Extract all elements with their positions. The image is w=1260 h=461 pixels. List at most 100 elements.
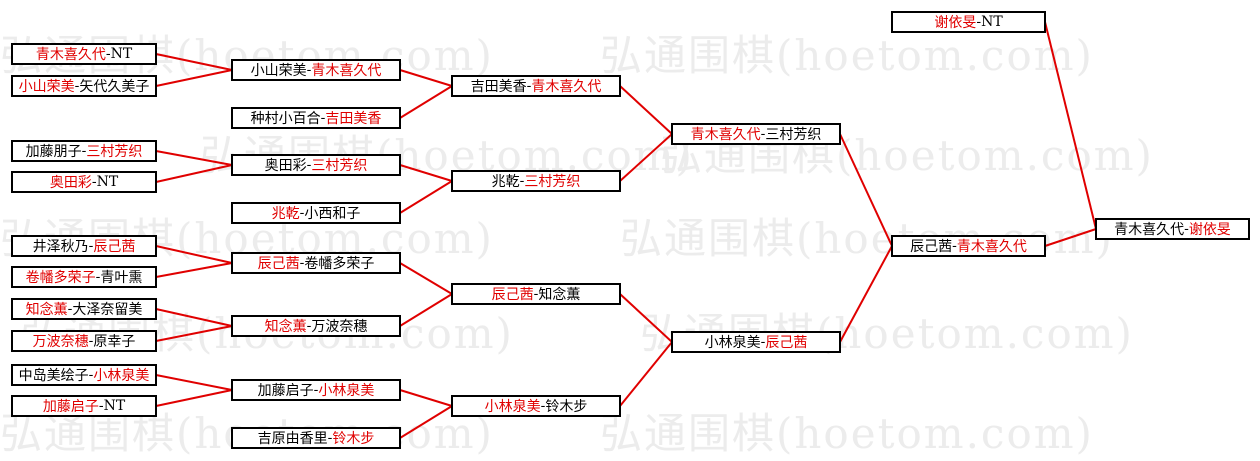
match-box-r3m3: 辰己茜-知念薫 [451, 283, 621, 305]
match-box-r1m9: 中岛美绘子-小林泉美 [11, 364, 157, 386]
match-box-r1m3: 加藤朋子-三村芳织 [11, 140, 157, 162]
separator: - [105, 46, 111, 62]
player-name: 奥田彩 [49, 175, 92, 191]
bracket-connector [619, 341, 673, 407]
match-box-r3m4: 小林泉美-铃木步 [451, 395, 621, 417]
player-name: 知念薫 [25, 302, 68, 318]
player-name: 谢依旻 [1188, 222, 1231, 238]
player-name: 原幸子 [93, 334, 136, 350]
separator: - [327, 430, 333, 446]
separator: - [306, 157, 312, 173]
bracket-connector [155, 53, 233, 71]
bracket-connector [619, 293, 673, 343]
match-box-r1m10: 加藤启子-NT [11, 395, 157, 417]
player-name: 青木喜久代 [956, 239, 1027, 255]
player-name: 青木喜久代 [35, 47, 106, 63]
separator: - [88, 238, 94, 254]
bracket-connector [155, 245, 233, 264]
separator: - [760, 126, 766, 142]
player-name: 加藤朋子 [25, 144, 82, 160]
player-name: 辰己茜 [910, 239, 953, 255]
separator: - [320, 110, 326, 126]
bracket-connector [399, 389, 453, 407]
bracket-connector [399, 180, 453, 214]
separator: - [81, 143, 87, 159]
bracket-connector [155, 374, 233, 391]
bracket-connector [839, 133, 893, 247]
match-box-r2m7: 加藤启子-小林泉美 [231, 379, 401, 401]
player-name: 青木喜久代 [1114, 222, 1185, 238]
separator: - [519, 173, 525, 189]
separator: - [74, 78, 80, 94]
player-name: 万波奈穗 [32, 334, 89, 350]
player-name: 小山荣美 [18, 79, 75, 95]
match-box-r2m5: 辰己茜-卷幡多荣子 [231, 252, 401, 274]
match-box-r2m2: 种村小百合-吉田美香 [231, 107, 401, 129]
separator: - [1184, 221, 1189, 237]
match-box-r1m8: 万波奈穗-原幸子 [11, 330, 157, 352]
player-name: 铃木步 [545, 399, 588, 415]
match-box-r2m6: 知念薫-万波奈穗 [231, 315, 401, 337]
player-name: NT [96, 174, 119, 190]
player-name: NT [103, 398, 126, 414]
player-name: 青木喜久代 [311, 63, 382, 79]
separator: - [88, 333, 94, 349]
match-box-r2m4: 兆乾-小西和子 [231, 202, 401, 224]
match-box-final: 青木喜久代-谢依旻 [1095, 218, 1250, 240]
bracket-connector [399, 405, 453, 439]
separator: - [306, 62, 312, 78]
bracket-connector [155, 389, 233, 407]
separator: - [299, 205, 305, 221]
bracket-connector [155, 150, 233, 166]
player-name: 大泽奈留美 [72, 302, 143, 318]
player-name: 辰己茜 [765, 335, 808, 351]
separator: - [91, 174, 97, 190]
player-name: 奥田彩 [264, 158, 307, 174]
player-name: 小山荣美 [250, 63, 307, 79]
match-box-r1m7: 知念薫-大泽奈留美 [11, 298, 157, 320]
match-box-r3m2: 兆乾-三村芳织 [451, 170, 621, 192]
match-box-r1m5: 井泽秋乃-辰己茜 [11, 235, 157, 257]
match-box-r2m1: 小山荣美-青木喜久代 [231, 59, 401, 81]
bracket-connector [399, 85, 453, 119]
player-name: 万波奈穗 [311, 319, 368, 335]
separator: - [760, 334, 766, 350]
player-name: 辰己茜 [257, 256, 300, 272]
separator: - [299, 255, 305, 271]
separator: - [540, 398, 546, 414]
player-name: 三村芳织 [524, 174, 581, 190]
player-name: 辰己茜 [93, 239, 136, 255]
player-name: 小林泉美 [93, 368, 150, 384]
player-name: 吉田美香 [325, 111, 382, 127]
player-name: 加藤启子 [42, 399, 99, 415]
player-name: 小林泉美 [484, 399, 541, 415]
player-name: 兆乾 [271, 206, 300, 222]
bracket-connector [1044, 228, 1097, 247]
player-name: 谢依旻 [934, 15, 977, 31]
separator: - [95, 269, 101, 285]
player-name: 中岛美绘子 [18, 368, 89, 384]
bracket-connector [399, 293, 453, 327]
player-name: 小西和子 [304, 206, 361, 222]
match-box-r4m1: 青木喜久代-三村芳织 [671, 123, 841, 145]
player-name: NT [981, 14, 1003, 30]
player-name: 吉田美香 [470, 79, 527, 95]
bracket-connector [155, 325, 233, 342]
player-name: 加藤启子 [257, 383, 314, 399]
player-name: 青叶熏 [100, 270, 143, 286]
player-name: 三村芳织 [86, 144, 143, 160]
separator: - [526, 78, 532, 94]
match-box-r4m2: 小林泉美-辰己茜 [671, 331, 841, 353]
player-name: 三村芳织 [311, 158, 368, 174]
player-name: 种村小百合 [250, 111, 321, 127]
match-box-r1m1: 青木喜久代-NT [11, 43, 157, 65]
separator: - [976, 14, 982, 30]
bracket-connector [155, 69, 233, 87]
player-name: 知念薫 [538, 287, 581, 303]
separator: - [306, 318, 312, 334]
separator: - [88, 367, 94, 383]
player-name: 青木喜久代 [690, 127, 761, 143]
bracket-connector [1044, 21, 1097, 230]
bracket-connector [399, 69, 453, 87]
player-name: 矢代久美子 [79, 79, 150, 95]
